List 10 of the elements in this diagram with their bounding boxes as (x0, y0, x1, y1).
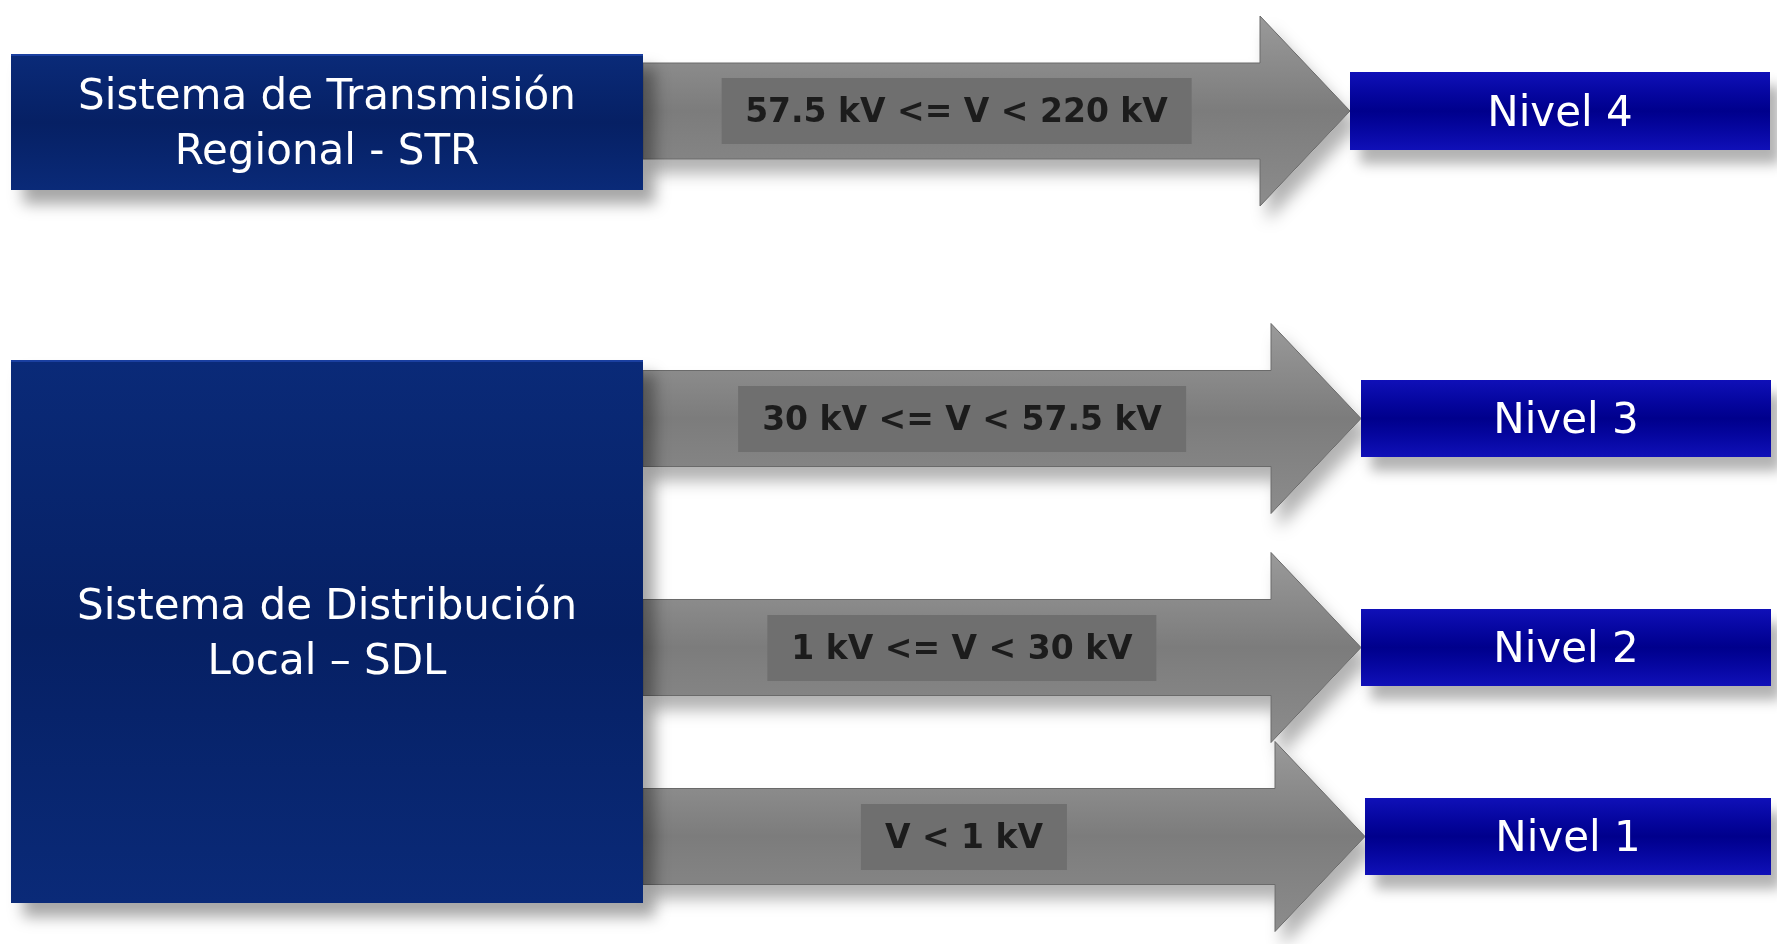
edge-label: 1 kV <= V < 30 kV (767, 614, 1157, 681)
level-box: Nivel 4 (1350, 72, 1770, 150)
edge-label: 30 kV <= V < 57.5 kV (738, 385, 1186, 452)
system-box: Sistema de Distribución Local – SDL (11, 360, 643, 903)
edge-label: 57.5 kV <= V < 220 kV (721, 78, 1192, 144)
level-box: Nivel 2 (1361, 609, 1771, 686)
level-box: Nivel 1 (1365, 798, 1771, 875)
level-box: Nivel 3 (1361, 380, 1771, 457)
edge-label: V < 1 kV (860, 803, 1068, 870)
system-box: Sistema de Transmisión Regional - STR (11, 54, 643, 190)
